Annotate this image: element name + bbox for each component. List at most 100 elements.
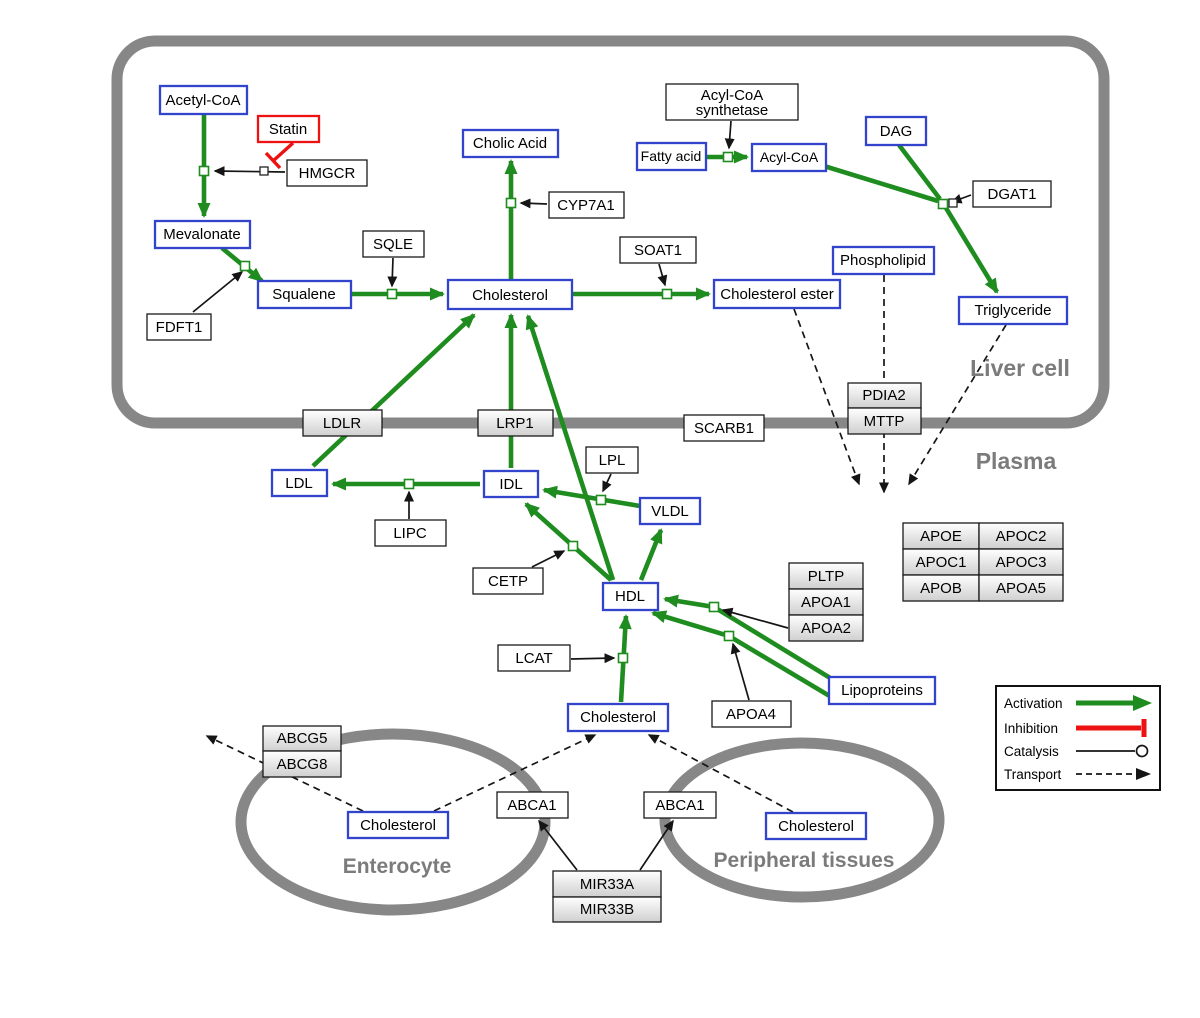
gene-lpl-label: LPL — [599, 452, 626, 469]
metabolite-dag[interactable]: DAG — [864, 115, 928, 147]
metabolite-cholic-acid[interactable]: Cholic Acid — [461, 128, 560, 159]
metabolite-vldl[interactable]: VLDL — [638, 496, 702, 526]
apo-table-cell-apoc3[interactable]: APOC3 — [978, 548, 1064, 576]
reaction-node — [567, 540, 579, 552]
catalysis-acylcoa-synthetase — [724, 120, 735, 150]
metabolite-hdl[interactable]: HDL — [601, 581, 660, 612]
gene-pltp[interactable]: PLTP — [788, 562, 864, 590]
gene-lpl-box — [585, 446, 639, 474]
gene-lpl[interactable]: LPL — [585, 446, 639, 474]
gene-apoa1[interactable]: APOA1 — [788, 588, 864, 616]
catalysis-lpl — [602, 473, 612, 493]
metabolite-triglyceride[interactable]: Triglyceride — [957, 295, 1069, 326]
gene-dgat1[interactable]: DGAT1 — [972, 180, 1052, 208]
gene-abca1-right-box — [643, 791, 717, 819]
gene-abcg8[interactable]: ABCG8 — [262, 750, 342, 778]
reaction-node — [617, 652, 629, 664]
gene-soat1-box — [619, 236, 697, 264]
metabolite-squalene[interactable]: Squalene — [256, 279, 353, 310]
metabolite-fatty-acid[interactable]: Fatty acid — [635, 141, 708, 172]
legend-transport-arrowhead — [1136, 768, 1151, 780]
metabolite-phospholipid[interactable]: Phospholipid — [831, 245, 936, 276]
metabolite-ldl[interactable]: LDL — [270, 468, 329, 498]
metabolite-mevalonate-label: Mevalonate — [163, 226, 241, 243]
inhibition-statin-line — [271, 141, 295, 163]
gene-ldlr[interactable]: LDLR — [302, 409, 383, 437]
metabolite-dag-box — [864, 115, 928, 147]
gene-cetp-label: CETP — [488, 573, 528, 590]
catalysis-anchor-dgat1 — [948, 198, 958, 208]
gene-mir33b-box — [552, 896, 662, 923]
gene-fdft1[interactable]: FDFT1 — [146, 313, 212, 341]
apo-table-cell-apoc1-label: APOC1 — [916, 554, 967, 571]
gene-pdia2[interactable]: PDIA2 — [847, 382, 922, 409]
gene-lipc-box — [374, 519, 447, 547]
drug-statin[interactable]: Statin — [256, 114, 321, 144]
catalysis-apoa-stack — [721, 607, 789, 629]
gene-mttp[interactable]: MTTP — [847, 407, 922, 435]
gene-lrp1-label: LRP1 — [496, 415, 534, 432]
gene-ldlr-label: LDLR — [323, 415, 362, 432]
metabolite-cholesterol-plasma[interactable]: Cholesterol — [566, 702, 670, 733]
gene-dgat1-box — [972, 180, 1052, 208]
legend-catalysis-label: Catalysis — [1004, 744, 1059, 759]
metabolite-cholesterol-liver[interactable]: Cholesterol — [446, 278, 574, 311]
gene-dgat1-label: DGAT1 — [988, 186, 1037, 203]
gene-acyl-coa-synthetase-box — [665, 83, 799, 121]
gene-abca1-right[interactable]: ABCA1 — [643, 791, 717, 819]
gene-cetp[interactable]: CETP — [472, 567, 544, 595]
gene-lcat[interactable]: LCAT — [497, 644, 571, 672]
gene-abca1-left[interactable]: ABCA1 — [496, 791, 569, 819]
catalysis-hmgcr — [213, 166, 286, 177]
apo-table-cell-apoa5-box — [978, 574, 1064, 602]
apo-table-cell-apoc3-label: APOC3 — [996, 554, 1047, 571]
apo-table-cell-apoe[interactable]: APOE — [902, 522, 980, 550]
edge-ldl-via-ldlr-to-cholesterol — [311, 313, 476, 468]
apo-table-cell-apob[interactable]: APOB — [902, 574, 980, 602]
metabolite-lipoproteins[interactable]: Lipoproteins — [827, 675, 937, 706]
metabolite-cholesterol-ester[interactable]: Cholesterol ester — [712, 278, 842, 310]
gene-apoa2[interactable]: APOA2 — [788, 614, 864, 642]
gene-abcg5[interactable]: ABCG5 — [262, 725, 342, 752]
gene-pdia2-label: PDIA2 — [862, 387, 905, 404]
reaction-node — [198, 165, 210, 177]
gene-mir33a-label: MIR33A — [580, 876, 634, 893]
metabolite-acetyl-coa[interactable]: Acetyl-CoA — [158, 84, 249, 116]
gene-cyp7a1[interactable]: CYP7A1 — [548, 191, 625, 219]
gene-mir33b[interactable]: MIR33B — [552, 896, 662, 923]
metabolite-cholesterol-liver-label: Cholesterol — [472, 287, 548, 304]
edge-dgat1-node-to-triglyceride — [944, 206, 999, 294]
gene-scarb1[interactable]: SCARB1 — [683, 414, 765, 442]
apo-table-cell-apoc2[interactable]: APOC2 — [978, 522, 1064, 550]
gene-acyl-coa-synthetase-label-2: synthetase — [696, 102, 769, 119]
gene-mir33a[interactable]: MIR33A — [552, 870, 662, 898]
gene-cetp-box — [472, 567, 544, 595]
metabolite-cholesterol-enterocyte-box — [346, 810, 450, 840]
metabolite-fatty-acid-label: Fatty acid — [641, 148, 702, 164]
gene-sqle[interactable]: SQLE — [362, 230, 425, 258]
metabolite-cholesterol-enterocyte[interactable]: Cholesterol — [346, 810, 450, 840]
reaction-node — [722, 151, 734, 163]
metabolite-acyl-coa[interactable]: Acyl-CoA — [750, 142, 828, 173]
gene-soat1[interactable]: SOAT1 — [619, 236, 697, 264]
apo-table-cell-apoe-label: APOE — [920, 528, 962, 545]
metabolite-vldl-label: VLDL — [651, 503, 689, 520]
gene-lrp1[interactable]: LRP1 — [477, 409, 554, 437]
metabolite-hdl-label: HDL — [615, 588, 645, 605]
catalysis-fdft1 — [192, 271, 244, 313]
gene-lipc[interactable]: LIPC — [374, 519, 447, 547]
metabolite-idl[interactable]: IDL — [482, 469, 540, 499]
gene-sqle-label: SQLE — [373, 236, 413, 253]
gene-acyl-coa-synthetase[interactable]: Acyl-CoA synthetase — [665, 83, 799, 121]
apo-table-cell-apoa5[interactable]: APOA5 — [978, 574, 1064, 602]
metabolite-cholesterol-liver-box — [446, 278, 574, 311]
region-label-peripheral-tissues: Peripheral tissues — [714, 849, 895, 872]
metabolite-cholesterol-peripheral[interactable]: Cholesterol — [764, 811, 868, 841]
gene-abcg5-label: ABCG5 — [277, 730, 328, 747]
legend-inhibition-label: Inhibition — [1004, 721, 1058, 736]
liver-cell-membrane — [111, 35, 1110, 429]
gene-hmgcr[interactable]: HMGCR — [286, 159, 368, 187]
gene-apoa4[interactable]: APOA4 — [711, 700, 792, 728]
metabolite-mevalonate[interactable]: Mevalonate — [153, 219, 252, 250]
apo-table-cell-apoc1[interactable]: APOC1 — [902, 548, 980, 576]
